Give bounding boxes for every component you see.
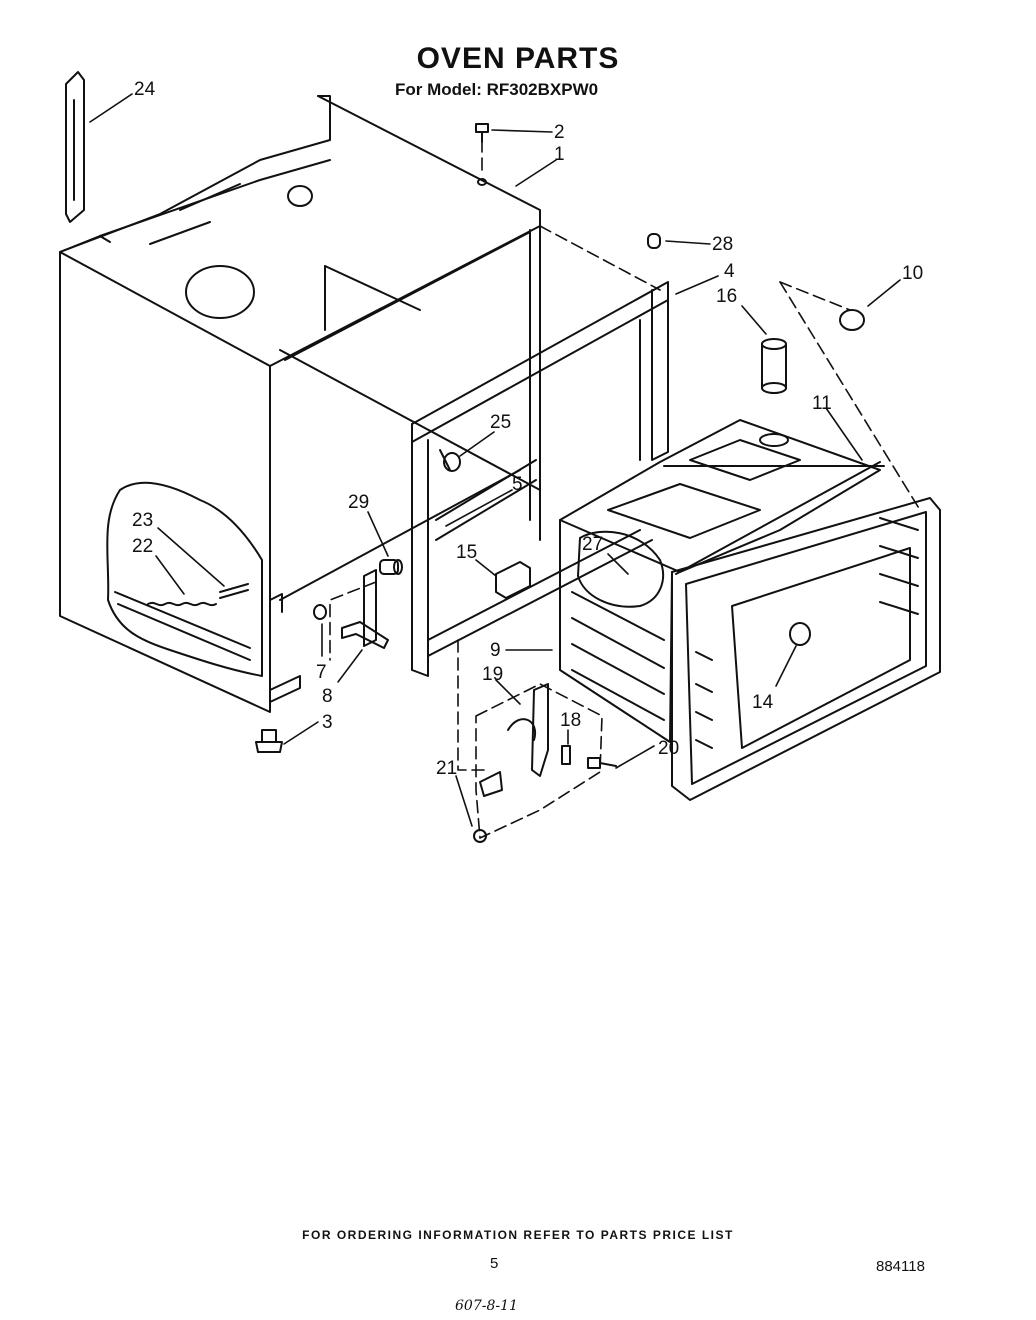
handwritten-note: 607-8-11 (455, 1298, 518, 1314)
callout-16: 16 (716, 286, 737, 307)
page-number: 5 (490, 1255, 499, 1272)
callout-25: 25 (490, 412, 511, 433)
callout-27: 27 (582, 534, 603, 555)
callout-4: 4 (724, 261, 735, 282)
part-8-latch (341, 569, 389, 649)
part-25-knob (443, 452, 461, 472)
callout-10: 10 (902, 263, 923, 284)
part-21-clip (473, 829, 487, 843)
part-9-oven-liner (559, 419, 941, 801)
callout-21: 21 (436, 758, 457, 779)
part-4-front-frame (411, 281, 669, 677)
callout-23: 23 (132, 510, 153, 531)
part-7-washer (313, 604, 327, 620)
part-3-foot (255, 729, 283, 753)
callout-19: 19 (482, 664, 503, 685)
part-10-disc (839, 309, 865, 331)
callout-24: 24 (134, 79, 156, 100)
page-title: OVEN PARTS (416, 42, 620, 75)
part-29-roller (379, 559, 403, 575)
part-16-tube (759, 338, 789, 447)
callout-3: 3 (322, 712, 333, 733)
part-1-cabinet (59, 95, 541, 713)
callout-11: 11 (812, 393, 832, 414)
callout-8: 8 (322, 686, 333, 707)
callout-1: 1 (554, 144, 565, 165)
part-15-bracket (495, 561, 531, 599)
document-number: 884118 (876, 1258, 925, 1275)
cutaway-panel (106, 481, 263, 677)
callout-9: 9 (490, 640, 501, 661)
callout-labels: 24 2 1 28 4 10 16 11 25 5 29 15 27 23 22… (132, 79, 923, 779)
ordering-note: FOR ORDERING INFORMATION REFER TO PARTS … (302, 1228, 734, 1242)
model-label: For Model: RF302BXPW0 (395, 80, 599, 99)
callout-28: 28 (712, 234, 733, 255)
part-2-screw (475, 123, 489, 186)
callout-5: 5 (512, 474, 523, 495)
callout-7: 7 (316, 662, 327, 683)
part-24-strip (65, 71, 85, 223)
callout-18: 18 (560, 710, 581, 731)
callout-20: 20 (658, 738, 679, 759)
callout-29: 29 (348, 492, 369, 513)
liner-cutaway (577, 530, 665, 608)
callout-2: 2 (554, 122, 565, 143)
part-20-screw (587, 757, 617, 769)
alignment-lines (329, 139, 921, 839)
part-14-knob (789, 622, 811, 646)
callout-14: 14 (752, 692, 774, 713)
callout-leaders (89, 93, 901, 827)
callout-22: 22 (132, 536, 153, 557)
part-19-latch-assembly (479, 683, 571, 797)
callout-15: 15 (456, 542, 477, 563)
part-28-plug (647, 233, 661, 249)
